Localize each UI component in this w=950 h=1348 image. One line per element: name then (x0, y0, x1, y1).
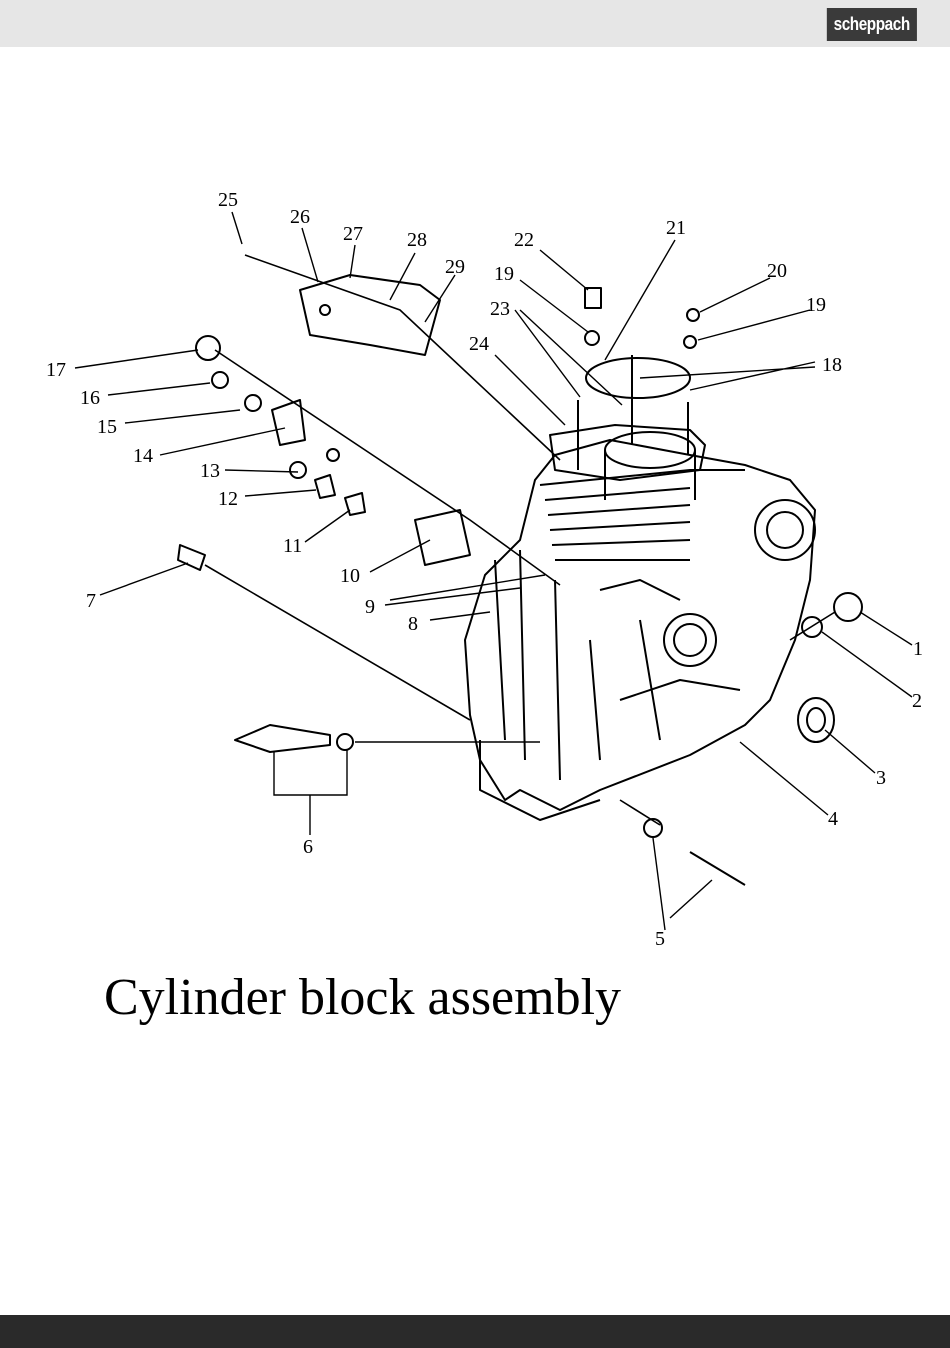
callout-label: 11 (283, 535, 302, 557)
callout-label: 3 (876, 767, 886, 789)
callout-label: 26 (290, 206, 310, 228)
callout-label: 4 (828, 808, 838, 830)
callout-label: 8 (408, 613, 418, 635)
callout-label: 17 (46, 359, 66, 381)
callout-label: 19 (806, 294, 826, 316)
callout-label: 6 (303, 836, 313, 858)
callout-label: 1 (913, 638, 923, 660)
callout-label: 2 (912, 690, 922, 712)
brand-logo: scheppach (827, 8, 917, 41)
callout-label: 21 (666, 217, 686, 239)
footer-bar (0, 1315, 950, 1348)
callout-label: 10 (340, 565, 360, 587)
callout-label: 9 (365, 596, 375, 618)
callout-label: 22 (514, 229, 534, 251)
callout-label: 12 (218, 488, 238, 510)
page-title: Cylinder block assembly (104, 968, 621, 1027)
callout-label: 24 (469, 333, 489, 355)
callout-label: 5 (655, 928, 665, 950)
callout-label: 25 (218, 189, 238, 211)
callout-label: 20 (767, 260, 787, 282)
callout-label: 16 (80, 387, 100, 409)
callout-label: 23 (490, 298, 510, 320)
callout-label: 14 (133, 445, 153, 467)
callout-label: 15 (97, 416, 117, 438)
header-bar: scheppach (0, 0, 950, 47)
callout-label: 7 (86, 590, 96, 612)
callout-label: 19 (494, 263, 514, 285)
callout-label: 28 (407, 229, 427, 251)
callout-label: 29 (445, 256, 465, 278)
callout-label: 13 (200, 460, 220, 482)
callout-label: 18 (822, 354, 842, 376)
exploded-view-diagram: 1 2 3 4 5 6 7 8 9 10 11 12 13 14 15 16 1… (0, 180, 950, 960)
callout-label: 27 (343, 223, 363, 245)
